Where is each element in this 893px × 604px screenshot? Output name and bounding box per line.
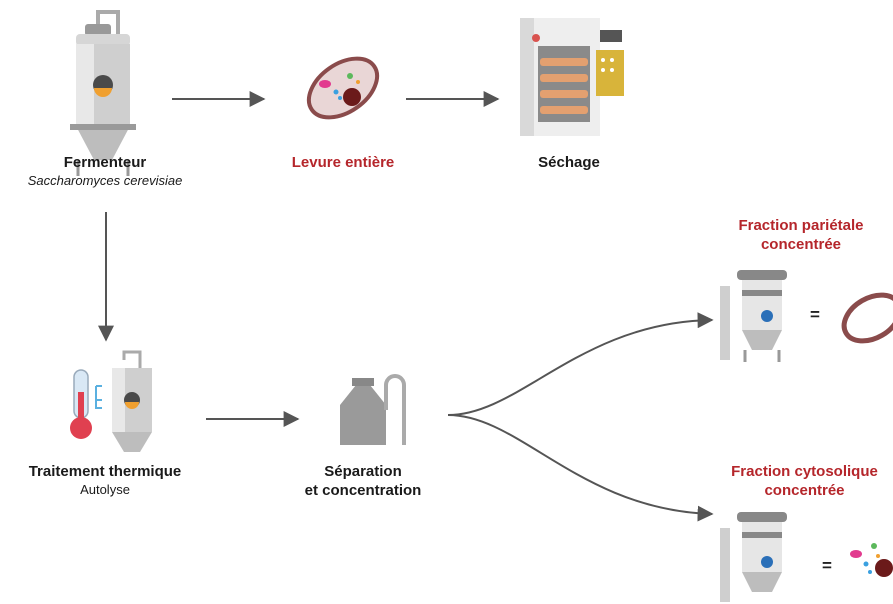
fermenter-tank-small-icon xyxy=(112,350,152,452)
flow-arrows xyxy=(98,91,714,522)
label-traitement: Traitement thermique Autolyse xyxy=(0,462,210,498)
label-levure: Levure entière xyxy=(291,154,395,171)
fermenteur-title: Fermenteur xyxy=(63,154,147,171)
fermenter-tank-icon xyxy=(70,10,136,176)
equals-parietale: = xyxy=(810,305,820,324)
label-separation: Séparation et concentration xyxy=(286,462,440,500)
parietale-line2: concentrée xyxy=(760,236,842,253)
arrow-separation-parietale xyxy=(447,312,714,416)
thermometer-icon xyxy=(70,369,102,439)
cytosolique-line1: Fraction cytosolique xyxy=(731,463,878,480)
traitement-subtitle: Autolyse xyxy=(80,482,130,497)
label-sechage: Séchage xyxy=(538,154,600,171)
cell-wall-icon xyxy=(841,292,893,344)
equals-cytosolique: = xyxy=(822,556,832,575)
cytosol-icon xyxy=(850,543,893,577)
separation-line1: Séparation xyxy=(324,463,402,480)
arrow-separation-cytosolique xyxy=(447,414,714,522)
decanter-icon xyxy=(340,374,406,445)
label-parietale: Fraction pariétale concentrée xyxy=(716,216,886,254)
separator-icon xyxy=(720,270,787,362)
yeast-cell-icon xyxy=(306,56,380,120)
fermenteur-subtitle: Saccharomyces cerevisiae xyxy=(27,173,183,188)
traitement-title: Traitement thermique xyxy=(28,463,182,480)
parietale-line1: Fraction pariétale xyxy=(738,217,864,234)
separation-line2: et concentration xyxy=(304,482,422,499)
label-cytosolique: Fraction cytosolique concentrée xyxy=(716,462,893,500)
dryer-icon xyxy=(520,18,624,136)
cytosolique-line2: concentrée xyxy=(764,482,845,499)
separator-icon-2 xyxy=(720,512,787,602)
label-fermenteur: Fermenteur Saccharomyces cerevisiae xyxy=(0,153,210,189)
